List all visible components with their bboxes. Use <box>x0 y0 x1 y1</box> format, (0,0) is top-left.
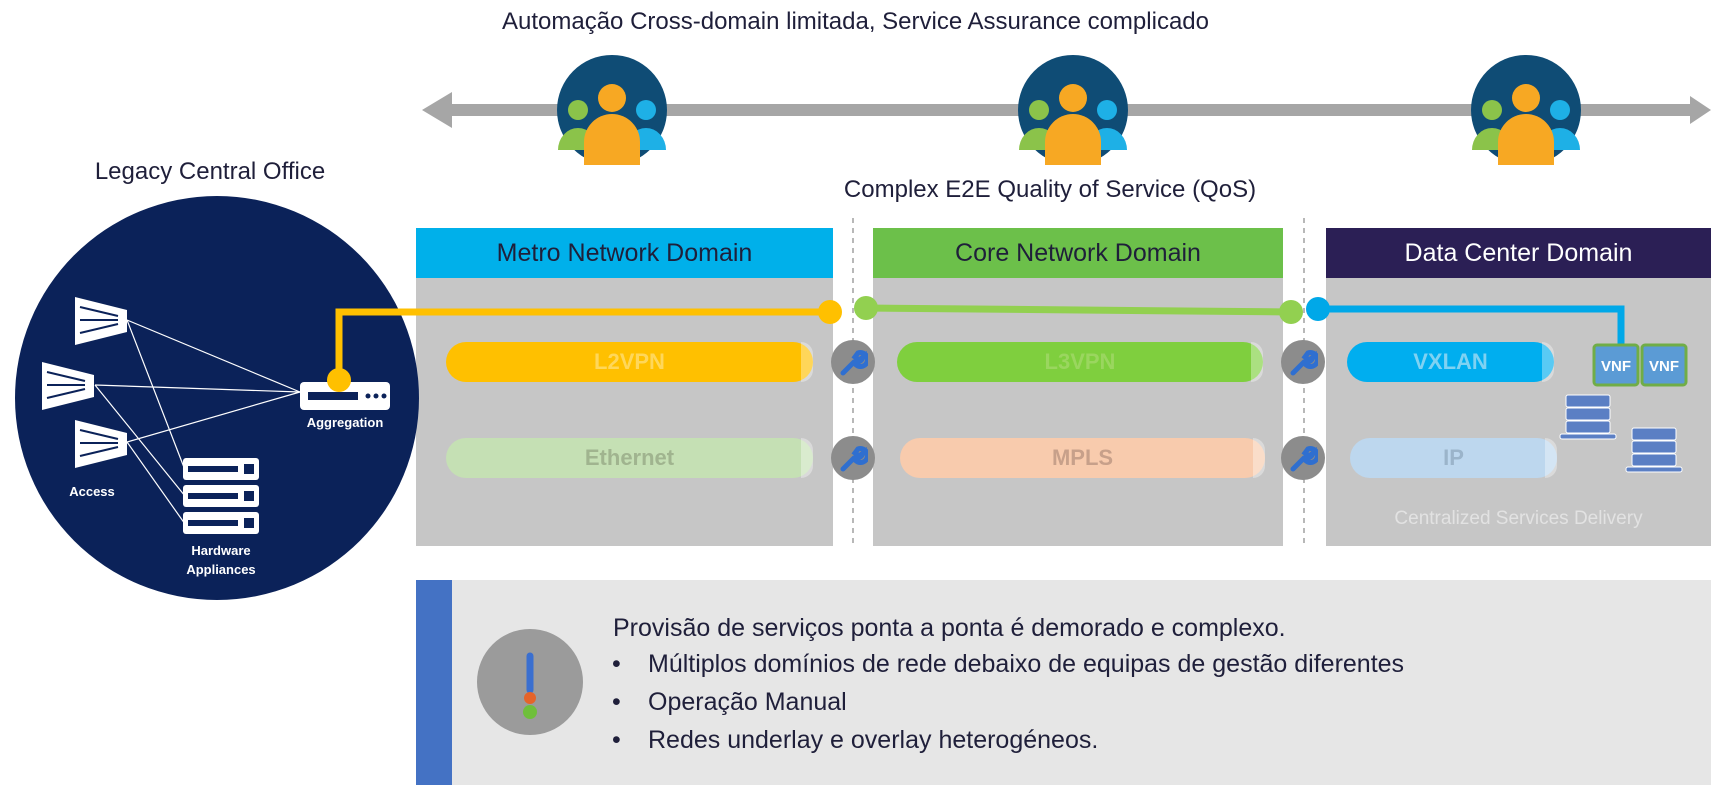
team-icon <box>557 55 667 165</box>
metro-domain-panel <box>416 278 833 546</box>
wrench-icon <box>1281 340 1325 384</box>
team-icon <box>1471 55 1581 165</box>
qos-title: Complex E2E Quality of Service (QoS) <box>843 176 1257 203</box>
appliances-label: Appliances <box>186 562 256 577</box>
legacy-central-office-title: Legacy Central Office <box>94 158 326 185</box>
blue-service-path <box>1318 305 1625 355</box>
wrench-icon <box>831 436 875 480</box>
info-bullet: •Operação Manual <box>612 688 847 716</box>
vxlan-tube: VXLAN <box>1347 342 1554 382</box>
info-main-text: Provisão de serviços ponta a ponta é dem… <box>613 614 1286 642</box>
centralized-services-label: Centralized Services Delivery <box>1394 508 1643 529</box>
wrench-icon <box>831 340 875 384</box>
access-label: Access <box>69 484 115 499</box>
ip-tube: IP <box>1350 438 1557 478</box>
hardware-appliance-icon <box>183 458 259 480</box>
alert-icon <box>477 629 583 735</box>
legacy-central-office-circle <box>15 196 419 600</box>
datacenter-domain-header: Data Center Domain <box>1326 228 1711 278</box>
mpls-tube: MPLS <box>900 438 1265 478</box>
hardware-appliance-icon <box>183 512 259 534</box>
info-accent-bar <box>416 580 452 785</box>
team-icon <box>1018 55 1128 165</box>
access-switch-icon <box>75 297 127 345</box>
green-service-path <box>865 304 1292 316</box>
datacenter-domain-panel <box>1326 278 1711 546</box>
info-bullet: •Múltiplos domínios de rede debaixo de e… <box>612 650 1405 678</box>
aggregation-router-icon <box>300 382 390 410</box>
aggregation-label: Aggregation <box>306 415 384 430</box>
wrench-icon <box>1281 436 1325 480</box>
l2vpn-tube: L2VPN <box>446 342 813 382</box>
server-icon <box>1625 427 1683 473</box>
access-switch-icon <box>42 362 94 410</box>
vnf-icon <box>1640 343 1688 387</box>
core-domain-header: Core Network Domain <box>873 228 1283 278</box>
server-icon <box>1559 394 1617 440</box>
info-bullet: •Redes underlay e overlay heterogéneos. <box>612 726 1099 754</box>
vnf-icon <box>1592 343 1640 387</box>
l3vpn-tube: L3VPN <box>897 342 1263 382</box>
yellow-service-path <box>335 308 830 380</box>
metro-domain-header: Metro Network Domain <box>416 228 833 278</box>
vnf-label: VNF <box>1601 358 1631 375</box>
hardware-appliance-icon <box>183 485 259 507</box>
vnf-label: VNF <box>1649 358 1679 375</box>
access-switch-icon <box>75 420 127 468</box>
ethernet-tube: Ethernet <box>446 438 813 478</box>
core-domain-panel <box>873 278 1283 546</box>
top-title: Automação Cross-domain limitada, Service… <box>502 8 1209 35</box>
info-box <box>452 580 1711 785</box>
hardware-label: Hardware <box>191 543 251 558</box>
